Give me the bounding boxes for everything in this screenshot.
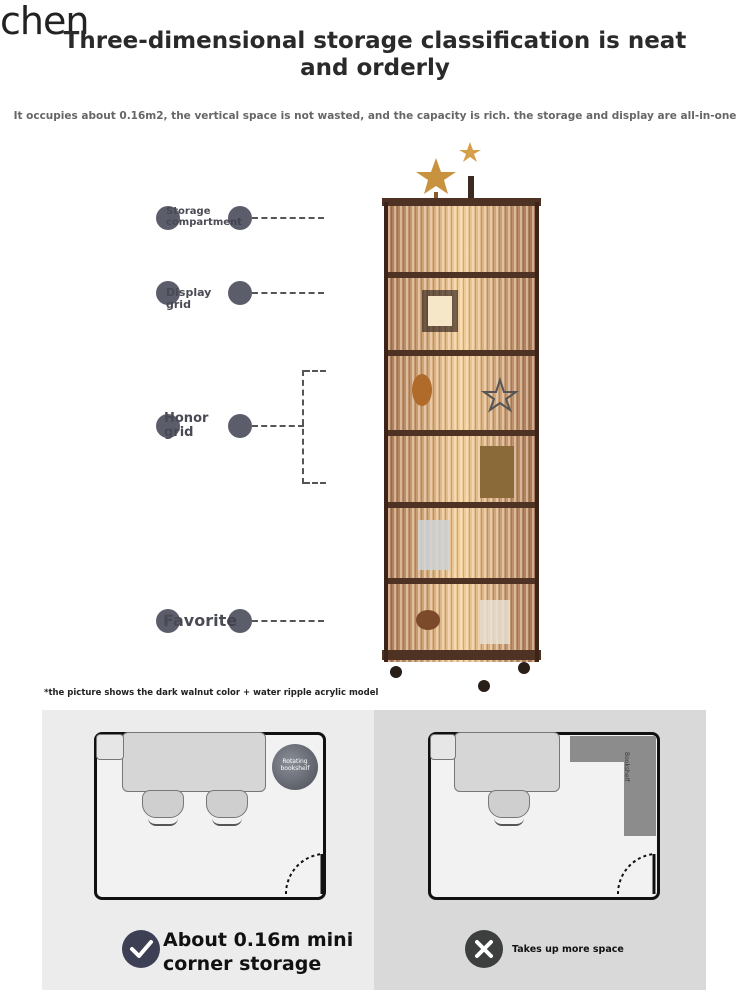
dining-table: [454, 732, 560, 792]
callout-dot: [156, 206, 180, 230]
watermark: chen: [0, 0, 89, 43]
callout-line: [252, 292, 324, 294]
callout-dot: [228, 281, 252, 305]
label-storage: Storage compartment: [166, 206, 242, 228]
door-icon: [284, 853, 324, 895]
callout-dot: [156, 609, 180, 633]
star-trophy-icon: [459, 142, 481, 162]
star-trophy-icon: [416, 158, 456, 194]
rotating-bookshelf-badge: Rotating bookshelf: [272, 744, 318, 790]
label-display: Display grid: [166, 286, 212, 311]
x-icon: [465, 930, 503, 968]
corner-block: [430, 734, 456, 760]
rotating-bookshelf-image: [382, 142, 541, 692]
model-note: *the picture shows the dark walnut color…: [44, 688, 379, 698]
door-icon: [616, 853, 656, 895]
chair: [206, 790, 248, 818]
more-space-caption: Takes up more space: [512, 944, 624, 955]
chair: [142, 790, 184, 818]
callout-dot: [228, 206, 252, 230]
page-title: Three-dimensional storage classification…: [63, 28, 687, 81]
callout-line: [252, 620, 324, 622]
large-bookshelf-side: [624, 736, 656, 836]
comparison-right-panel: [374, 710, 706, 990]
check-icon: [122, 930, 160, 968]
mini-corner-caption: About 0.16m mini corner storage: [163, 929, 354, 975]
callout-dot: [228, 414, 252, 438]
label-favorite: Favorite: [163, 611, 238, 630]
callout-dot: [228, 609, 252, 633]
page-subtitle: It occupies about 0.16m2, the vertical s…: [13, 110, 737, 122]
callout-bracket: [302, 370, 304, 484]
callout-line: [252, 425, 304, 427]
callout-line: [304, 370, 326, 372]
bookshelf-label: Bookshelf: [623, 752, 630, 782]
callout-line: [252, 217, 324, 219]
label-honor: Honor grid: [164, 411, 209, 440]
callout-dot: [156, 281, 180, 305]
chair: [488, 790, 530, 818]
callout-dot: [156, 414, 180, 438]
dining-table: [122, 732, 266, 792]
callout-line: [304, 482, 326, 484]
corner-block: [96, 734, 124, 760]
comparison-left-panel: [42, 710, 374, 990]
